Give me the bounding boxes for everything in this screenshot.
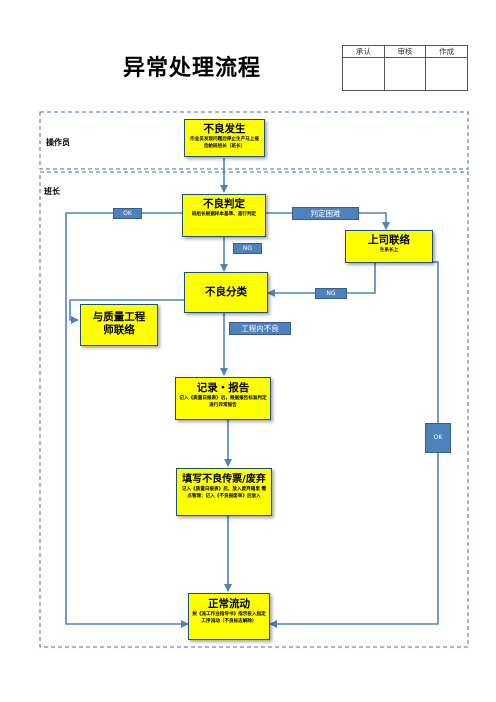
node-normal-desc: 按《流工作业指导书》指示投入指定工序流动（不良标志解除） [192,612,266,624]
node-record: 记录・报告 记入《质量日报表》后，根据报告标准判定进行异常报告 [175,377,271,420]
node-report-up-desc: 生系长上 [379,248,399,253]
node-defect-title: 不良发生 [203,123,246,135]
node-record-title: 记录・报告 [196,382,250,394]
node-qe: 与质量工程师联络 [80,304,158,346]
node-slip-title: 填写不良传票/废弃 [182,474,266,485]
arrow-classify-qe [69,299,184,324]
node-classify-title: 不良分类 [205,286,247,298]
label-ng-1: NG [233,243,262,254]
node-defect-desc: 作业员发现问题后停止生产马上报告給班组长（班长） [190,137,259,149]
arrow-judge-ok-normal [65,212,189,628]
node-judge-title: 不良判定 [203,198,245,210]
node-normal: 正常流动 按《流工作业指导书》指示投入指定工序流动（不良标志解除） [188,593,270,640]
node-normal-title: 正常流动 [208,598,250,610]
label-difficult: 判定困难 [292,207,359,220]
lane-label-operator: 操作员 [46,138,70,147]
node-classify: 不良分类 [184,272,268,313]
node-slip-desc: 记入《质量日报表》后，放入废弃箱里 需点管理：记入《不良报废单》后放入 [181,487,267,499]
label-internal-defect: 工程内不良 [229,322,291,335]
arrow-report-ok-normal [269,261,439,628]
node-judge-desc: 班组长根据样本基準、進行判定 [191,212,257,217]
node-qe-title: 与质量工程师联络 [92,311,146,336]
node-record-desc: 记入《质量日报表》后，根据报告标准判定进行异常报告 [179,396,267,408]
label-ng-2: NG [315,288,347,299]
label-ok-left: OK [113,208,142,219]
lane-label-leader: 班长 [44,187,60,196]
node-judge: 不良判定 班组长根据样本基準、進行判定 [182,194,266,237]
label-ok-right: OK [425,423,451,453]
node-report-up: 上司联络 生系长上 [345,230,433,263]
node-defect: 不良发生 作业员发现问题后停止生产马上报告給班组长（班长） [184,119,265,157]
arrow-report-classify [267,262,376,297]
approval-sign-cell [425,57,468,91]
page-title: 异常处理流程 [123,56,262,81]
approval-table: 承认 审核 作成 [342,45,468,91]
node-report-up-title: 上司联络 [368,234,410,246]
lane-operator [39,111,469,170]
lane-leader [39,171,469,648]
approval-sign-cell [383,57,427,91]
node-slip: 填写不良传票/废弃 记入《质量日报表》后，放入废弃箱里 需点管理：记入《不良报废… [176,468,272,516]
